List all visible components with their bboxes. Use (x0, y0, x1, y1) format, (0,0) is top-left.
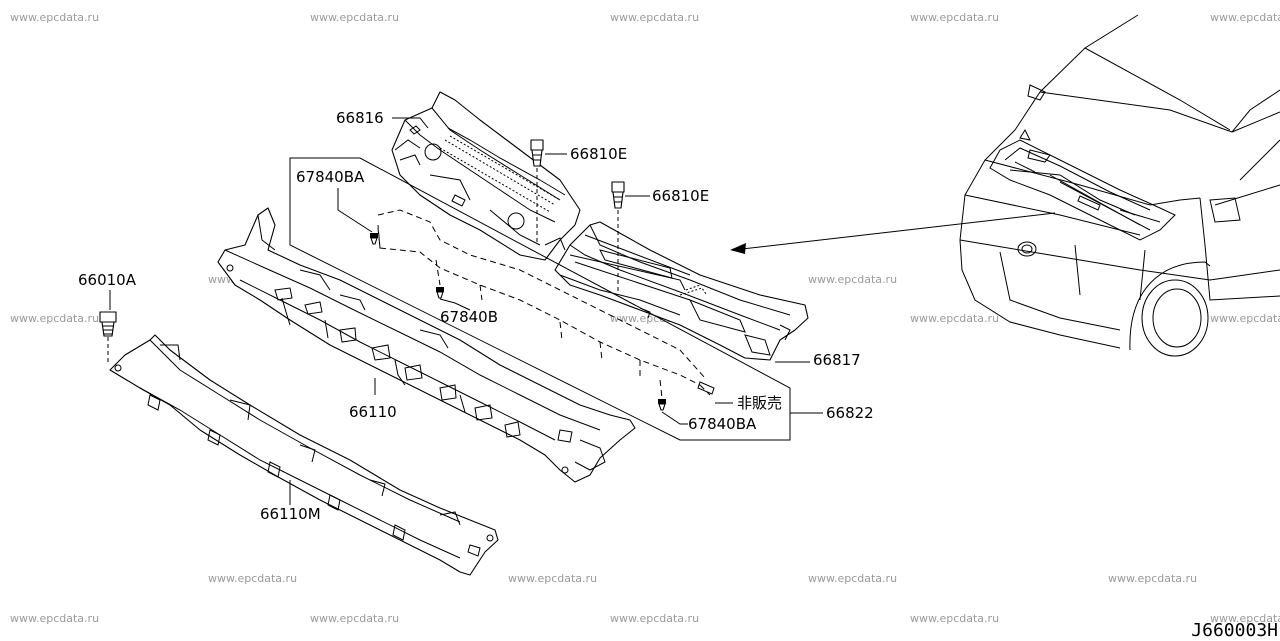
watermark: www.epcdata.ru (1210, 11, 1280, 24)
clip-66810e-lower (611, 181, 625, 295)
cowl-lower-66110m (109, 334, 499, 576)
watermark: www.epcdata.ru (610, 11, 700, 24)
leader-lines (109, 117, 823, 505)
label-67840b: 67840B (440, 308, 499, 326)
watermark: www.epcdata.ru (910, 612, 1000, 625)
watermark: www.epcdata.ru (808, 572, 898, 585)
clip-67840ba-upper (370, 233, 378, 245)
label-67840ba-upper: 67840BA (296, 168, 365, 186)
label-66810e-upper: 66810E (570, 145, 628, 163)
watermark: www.epcdata.ru (310, 612, 400, 625)
watermark: www.epcdata.ru (508, 572, 598, 585)
watermark: www.epcdata.ru (808, 273, 898, 286)
watermark: www.epcdata.ru (10, 312, 100, 325)
watermark: www.epcdata.ru (1108, 572, 1198, 585)
watermark: www.epcdata.ru (1210, 312, 1280, 325)
vehicle-outline (959, 14, 1280, 357)
label-66010a: 66010A (78, 271, 136, 289)
bolt-66010a (99, 311, 117, 365)
cowl-top-left-66816 (391, 91, 581, 261)
watermark: www.epcdata.ru (10, 612, 100, 625)
watermark: www.epcdata.ru (1210, 612, 1280, 625)
watermark: www.epcdata.ru (208, 572, 298, 585)
label-66110m: 66110M (260, 505, 321, 523)
cowl-panel-66110 (217, 207, 636, 483)
label-not-for-sale: 非販売 (737, 394, 783, 412)
label-66822: 66822 (826, 404, 874, 422)
location-arrow (730, 212, 1056, 254)
watermark: www.epcdata.ru (10, 11, 100, 24)
seal-strip-outline (377, 209, 711, 399)
watermark: www.epcdata.ru (910, 11, 1000, 24)
cowl-top-right-66817 (554, 221, 809, 361)
clip-67840ba-lower (658, 399, 666, 411)
watermark: www.epcdata.ru (610, 612, 700, 625)
label-66110: 66110 (349, 403, 397, 421)
label-66810e-lower: 66810E (652, 187, 710, 205)
seal-strip-end (697, 381, 715, 395)
label-67840ba-lower: 67840BA (688, 415, 757, 433)
label-66816: 66816 (336, 109, 384, 127)
label-66817: 66817 (813, 351, 861, 369)
watermark: www.epcdata.ru (910, 312, 1000, 325)
clip-67840b (436, 287, 444, 299)
diagram-code: J660003H (1191, 620, 1278, 641)
watermark: www.epcdata.ru (310, 11, 400, 24)
group-bracket-66822 (289, 157, 791, 441)
clip-66810e-upper (530, 139, 544, 245)
